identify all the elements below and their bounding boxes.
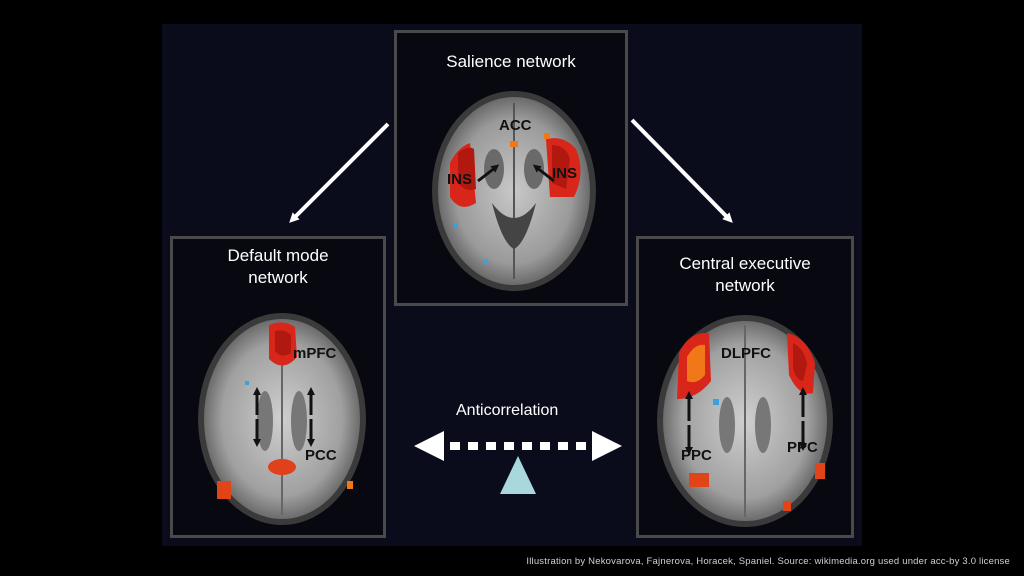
central-executive-title: Central executive network xyxy=(679,254,811,295)
label-ins-left: INS xyxy=(447,171,473,188)
label-acc: ACC xyxy=(499,117,532,134)
anticorrelation-seesaw xyxy=(414,431,622,494)
label-dlpfc: DLPFC xyxy=(721,345,771,362)
anticorrelation-label: Anticorrelation xyxy=(456,402,559,419)
label-pcc: PCC xyxy=(305,447,337,464)
label-mpfc: mPFC xyxy=(293,345,337,362)
label-ppc-right: PPC xyxy=(787,439,818,456)
label-ppc-left: PPC xyxy=(681,447,712,464)
left-arrowhead xyxy=(414,431,444,461)
arrow-to-default-mode xyxy=(289,122,390,223)
default-mode-panel: Default mode network xyxy=(170,236,386,538)
arrow-to-central-executive xyxy=(630,118,733,223)
central-executive-brain-image xyxy=(657,315,833,527)
central-executive-panel: Central executive network xyxy=(636,236,854,538)
salience-panel: Salience network xyxy=(394,30,628,306)
dotted-beam xyxy=(450,442,586,450)
image-credit: Illustration by Nekovarova, Fajnerova, H… xyxy=(526,556,1010,567)
default-mode-title: Default mode network xyxy=(227,246,329,287)
right-arrowhead xyxy=(592,431,622,461)
salience-title: Salience network xyxy=(446,52,576,71)
label-ins-right: INS xyxy=(552,165,578,182)
fulcrum-triangle xyxy=(500,456,536,494)
diagram-stage: Salience network xyxy=(162,24,862,546)
default-mode-brain-image xyxy=(198,313,366,525)
salience-brain-image xyxy=(432,91,596,291)
flow-arrows xyxy=(289,118,733,223)
